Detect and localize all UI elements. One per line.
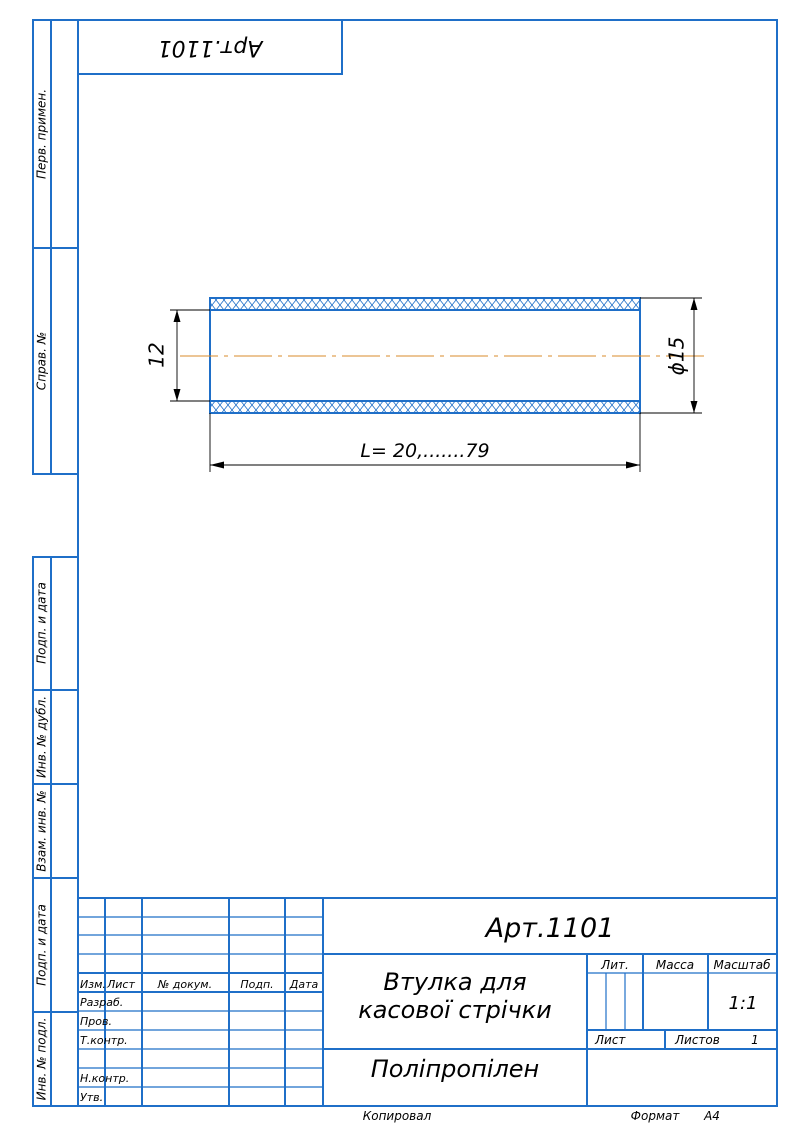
part-name-line1: Втулка для [383,968,526,996]
sleeve-bottom-wall-hatch [209,400,641,414]
listov-label: Листов [674,1033,720,1047]
masshtab-label: Масштаб [713,958,771,972]
left-side-column: Перв. примен. Справ. № Подп. и дата Инв.… [32,19,79,1107]
dim-length-text: L= 20,.......79 [360,440,489,462]
side-label-vzam-inv: Взам. инв. № [35,790,49,871]
part-name-line2: касової стрічки [358,996,552,1024]
footer-kopiroval: Копировал [363,1109,432,1123]
list-label: Лист [594,1033,626,1047]
col-data: Дата [289,978,319,991]
scale-value: 1:1 [729,993,758,1014]
dim-outer-text: ϕ15 [665,337,689,376]
side-label-inv-dubl: Инв. № дубл. [35,696,49,778]
lit-label: Лит. [600,958,629,972]
side-label-sprav-no: Справ. № [35,332,49,390]
row-razrab: Разраб. [80,996,123,1009]
footer-format-label: Формат [631,1109,681,1123]
col-izm: Изм. [80,978,106,991]
designation-text: Арт.1101 [484,913,615,944]
massa-label: Масса [656,958,694,972]
row-nkontr: Н.контр. [80,1072,129,1085]
row-utv: Утв. [80,1091,103,1104]
row-tkontr: Т.контр. [80,1034,128,1047]
listov-value: 1 [751,1033,759,1047]
top-stamp-text: Арт.1101 [158,35,265,60]
col-list: Лист [106,978,135,991]
side-label-perv-primen: Перв. примен. [35,89,49,179]
dim-inner-text: 12 [145,342,169,367]
row-prov: Пров. [80,1015,112,1028]
title-block: Арт.1101 Втулка для касової стрічки Полі… [78,897,777,1106]
side-label-podp-data-1: Подп. и дата [35,582,49,664]
col-dokum: № докум. [157,978,212,991]
material-text: Поліпропілен [371,1055,540,1083]
side-label-podp-data-2: Подп. и дата [35,904,49,986]
side-label-inv-podl: Инв. № подл. [35,1018,49,1101]
col-podp: Подп. [240,978,273,991]
sleeve-top-wall-hatch [209,297,641,311]
outer-frame [77,19,778,1107]
sleeve-drawing: 12 ϕ15 L= 20,.......79 [145,297,705,472]
footer-format-value: А4 [703,1109,720,1123]
